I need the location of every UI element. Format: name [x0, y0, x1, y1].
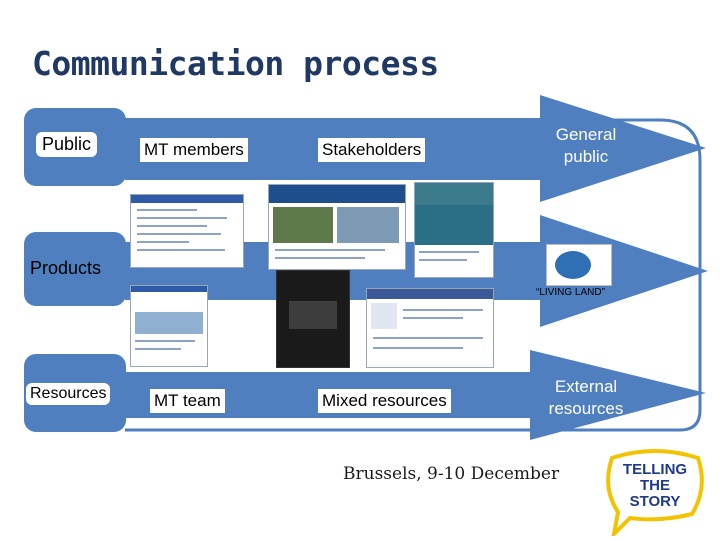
row-label-resources: Resources: [26, 383, 111, 405]
process-frame: [125, 118, 702, 432]
svg-text:STORY: STORY: [630, 493, 681, 510]
website-thumbnail-mt-team: [130, 285, 208, 367]
website-thumbnail-mixed: [366, 288, 494, 368]
projetos-leader-cover: [276, 270, 350, 368]
row-label-public: Public: [36, 132, 98, 157]
label-mt-members: MT members: [140, 138, 248, 162]
website-thumbnail-mt-members: [130, 194, 244, 268]
label-stakeholders: Stakeholders: [318, 138, 426, 162]
row-label-products: Products: [30, 258, 102, 278]
page-title: Communication process: [32, 44, 439, 83]
label-mt-team: MT team: [150, 389, 225, 413]
label-external-resources: External resources: [548, 377, 624, 418]
svg-text:THE: THE: [640, 477, 670, 494]
label-mixed-resources: Mixed resources: [318, 389, 451, 413]
website-thumbnail-stakeholders: [268, 184, 406, 270]
telling-the-story-logo: TELLING THE STORY: [600, 448, 710, 540]
svg-text:TELLING: TELLING: [623, 461, 687, 478]
living-land-caption: “LIVING LAND”: [536, 287, 605, 298]
label-general-public: General public: [555, 125, 617, 166]
website-thumbnail-pessoas: [414, 182, 494, 278]
products-tab: [24, 232, 126, 306]
living-land-mouse-image: [546, 244, 612, 286]
footer-location-date: Brussels, 9-10 December: [343, 464, 560, 484]
